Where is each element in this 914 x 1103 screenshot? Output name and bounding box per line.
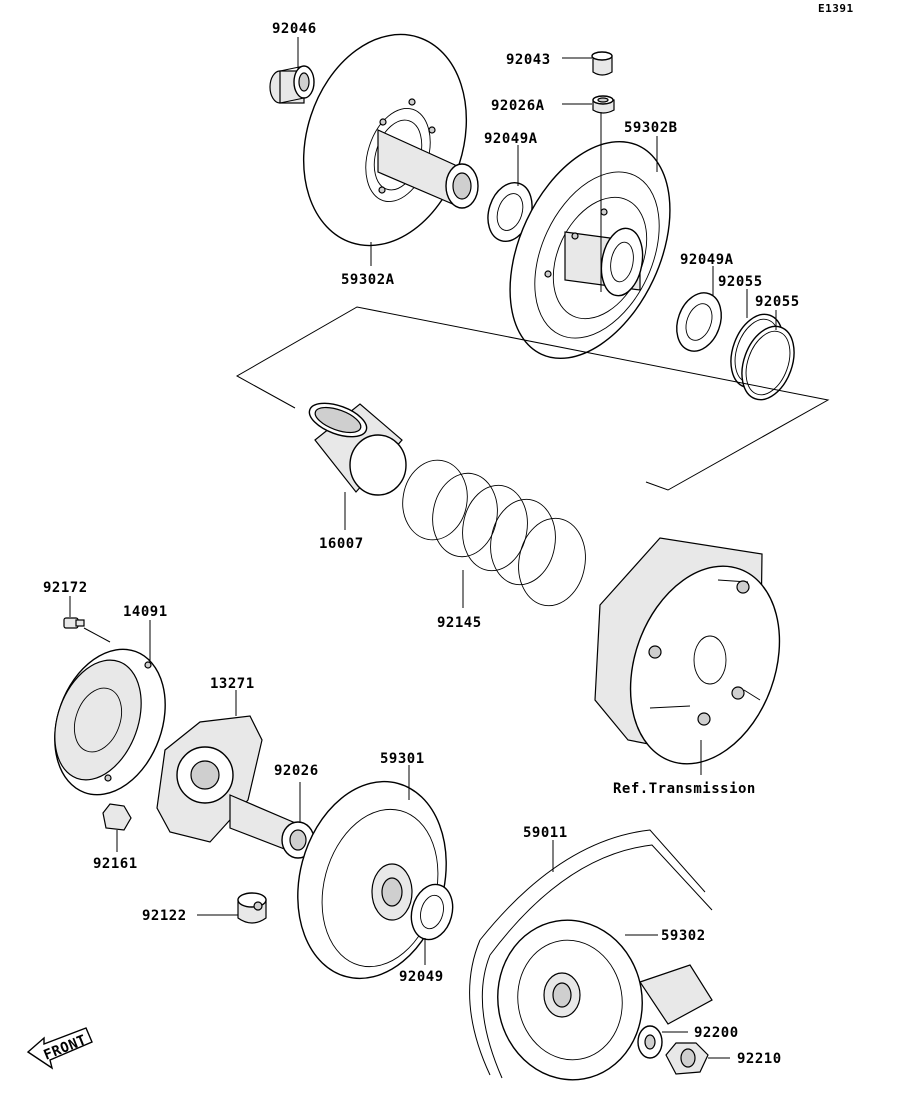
part-92122-bushing [237,892,267,924]
part-92145-spring [402,459,586,607]
label-13271: 13271 [210,676,255,692]
part-16007-sleeve [308,402,407,496]
label-92210: 92210 [737,1051,782,1067]
label-59302B: 59302B [624,120,678,136]
label-59301: 59301 [380,751,425,767]
label-92122: 92122 [142,908,187,924]
part-59302-fan-sheave [497,919,713,1081]
part-92210-nut [665,1042,709,1075]
label-92161: 92161 [93,856,138,872]
part-92043-cap [591,51,613,76]
label-16007: 16007 [319,536,364,552]
label-92049: 92049 [399,969,444,985]
label-92026: 92026 [274,763,319,779]
label-92043: 92043 [506,52,551,68]
part-92046-bearing [269,65,315,104]
part-59302A-fixed-sheave [302,33,479,247]
label-92049A: 92049A [680,252,734,268]
label-59302A: 59302A [341,272,395,288]
label-92046: 92046 [272,21,317,37]
part-59302B-movable-sheave [509,140,671,360]
part-92049-seal [410,883,454,941]
part-14091-cover [54,648,166,796]
part-92055-o-rings [730,313,795,401]
label-92026A: 92026A [491,98,545,114]
label-92055-a: 92055 [718,274,763,290]
label-92200: 92200 [694,1025,739,1041]
label-59011: 59011 [523,825,568,841]
label-92145: 92145 [437,615,482,631]
diagram-code: E1391 [818,2,854,15]
label-92049A-top: 92049A [484,131,538,147]
front-arrow-icon: FRONT [26,1027,93,1070]
label-14091: 14091 [123,604,168,620]
part-59301-pulley-face [297,780,447,980]
label-92172: 92172 [43,580,88,596]
clutch-housing-ref [594,537,781,765]
part-92049A-seal [676,292,722,352]
part-92200-washer [637,1025,663,1059]
assembly-bracket [235,306,830,491]
part-92172-screw [63,617,85,629]
part-92026A-collar [592,95,615,114]
label-59302: 59302 [661,928,706,944]
leader-lines [69,37,777,1059]
label-ref-transmission: Ref.Transmission [613,781,756,797]
part-92161-guide [102,803,132,831]
part-59011-drive-belt [469,829,713,1079]
part-92026-collar [229,794,315,859]
label-92055-b: 92055 [755,294,800,310]
